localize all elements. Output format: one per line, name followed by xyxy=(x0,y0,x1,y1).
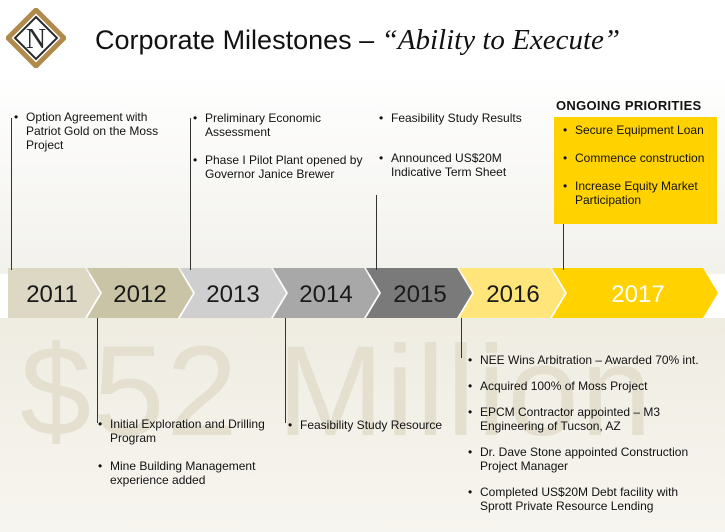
connector-2014 xyxy=(285,318,286,423)
milestones-2012: Initial Exploration and Drilling Program… xyxy=(98,417,268,501)
priorities-list: Secure Equipment Loan Commence construct… xyxy=(563,123,713,221)
list-item: EPCM Contractor appointed – M3 Engineeri… xyxy=(468,405,713,433)
list-item: Announced US$20M Indicative Term Sheet xyxy=(379,151,539,179)
logo-letter: N xyxy=(26,24,46,55)
arrow-2011 xyxy=(8,268,100,318)
list-item: Option Agreement with Patriot Gold on th… xyxy=(14,110,164,152)
list-item: Initial Exploration and Drilling Program xyxy=(98,417,268,445)
priorities-title: ONGOING PRIORITIES xyxy=(556,98,702,113)
list-item: Preliminary Economic Assessment xyxy=(193,111,363,139)
arrow-2013 xyxy=(180,268,286,318)
arrow-2012 xyxy=(87,268,193,318)
company-logo-icon: N xyxy=(6,8,66,68)
connector-2015 xyxy=(376,195,377,270)
year-2016: 2016 xyxy=(486,281,540,308)
connector-priorities xyxy=(563,224,564,270)
list-item: Increase Equity Market Participation xyxy=(563,179,713,207)
milestones-2014: Feasibility Study Resource xyxy=(288,418,448,446)
title-main: Corporate Milestones – xyxy=(95,25,375,55)
year-2011: 2011 xyxy=(26,281,78,308)
header: N Corporate Milestones – “Ability to Exe… xyxy=(0,0,725,74)
milestones-2015: Feasibility Study Results Announced US$2… xyxy=(379,111,539,193)
page-title: Corporate Milestones – “Ability to Execu… xyxy=(95,24,620,57)
list-item: Dr. Dave Stone appointed Construction Pr… xyxy=(468,445,713,473)
connector-2012 xyxy=(97,318,98,423)
arrow-2017 xyxy=(552,268,718,318)
list-item: Commence construction xyxy=(563,151,713,165)
milestones-2011: Option Agreement with Patriot Gold on th… xyxy=(14,110,164,166)
list-item: Mine Building Management experience adde… xyxy=(98,459,268,487)
milestones-2016: NEE Wins Arbitration – Awarded 70% int. … xyxy=(468,353,713,513)
list-item: Acquired 100% of Moss Project xyxy=(468,379,713,393)
timeline-arrows xyxy=(8,268,718,318)
milestones-2013: Preliminary Economic Assessment Phase I … xyxy=(193,111,363,195)
title-subtitle: “Ability to Execute” xyxy=(381,24,621,56)
list-item: NEE Wins Arbitration – Awarded 70% int. xyxy=(468,353,713,367)
year-2013: 2013 xyxy=(206,281,260,308)
list-item: Feasibility Study Results xyxy=(379,111,539,125)
arrow-2016 xyxy=(459,268,565,318)
year-2014: 2014 xyxy=(299,281,353,308)
year-2012: 2012 xyxy=(113,281,167,308)
list-item: Feasibility Study Resource xyxy=(288,418,448,432)
list-item: Phase I Pilot Plant opened by Governor J… xyxy=(193,153,363,181)
connector-2016 xyxy=(461,318,462,358)
year-2017: 2017 xyxy=(611,281,665,308)
arrow-2014 xyxy=(273,268,379,318)
list-item: Secure Equipment Loan xyxy=(563,123,713,137)
year-2015: 2015 xyxy=(393,281,447,308)
list-item: Completed US$20M Debt facility with Spro… xyxy=(468,485,713,513)
connector-2011 xyxy=(11,118,12,270)
arrow-2015 xyxy=(366,268,472,318)
connector-2013 xyxy=(190,118,191,270)
